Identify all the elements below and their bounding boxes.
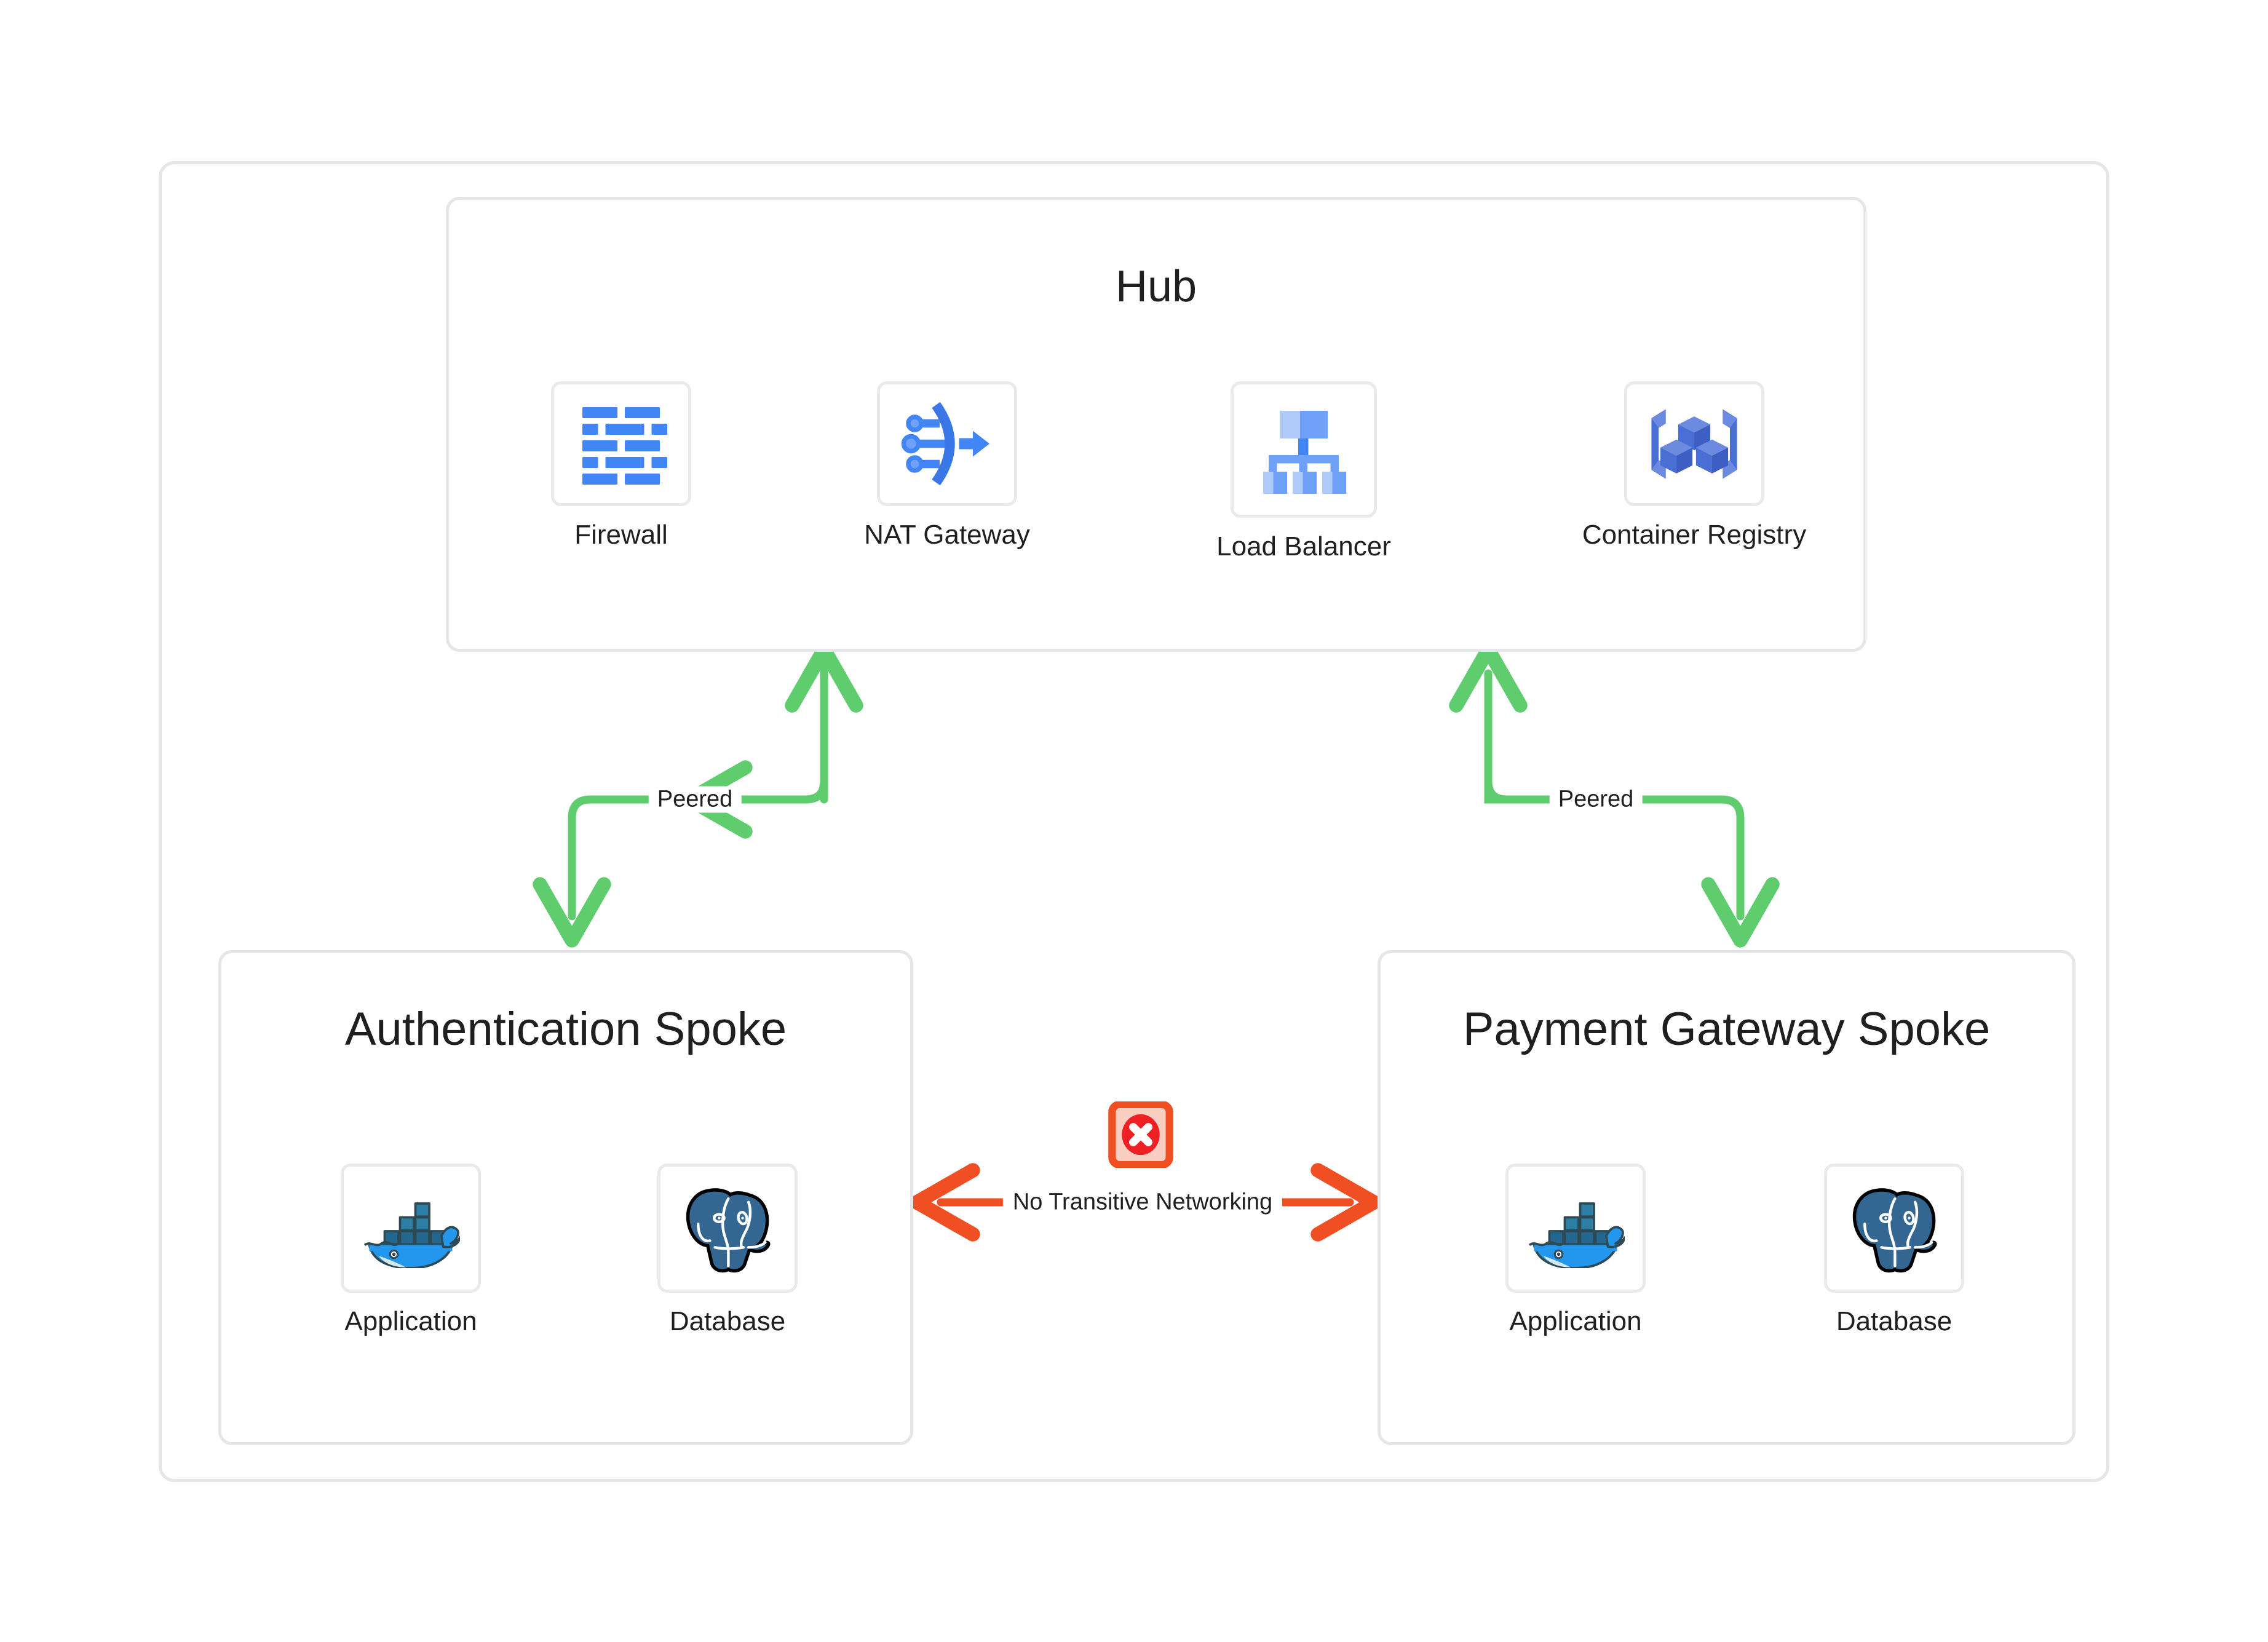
spoke-authentication-node-database[interactable]: Database	[654, 1164, 801, 1337]
hub-node-label-firewall: Firewall	[574, 520, 668, 550]
spoke-payment-gateway-node-application[interactable]: Application	[1502, 1164, 1649, 1337]
nat-gateway-icon-glyph	[901, 402, 989, 486]
load-balancer-icon-glyph	[1263, 411, 1346, 494]
spoke-payment-gateway-node-database[interactable]: Database	[1820, 1164, 1968, 1337]
firewall-icon	[551, 381, 691, 506]
postgresql-icon	[657, 1164, 798, 1293]
spoke-authentication-title: Authentication Spoke	[344, 1003, 787, 1055]
container-registry-icon-glyph	[1651, 408, 1737, 479]
hub-node-load-balancer[interactable]: Load Balancer	[1216, 381, 1391, 562]
hub-node-firewall[interactable]: Firewall	[541, 381, 701, 550]
error-x-icon	[1108, 1100, 1174, 1169]
postgresql-icon-glyph	[1852, 1188, 1937, 1273]
spoke-authentication-node-label-application: Application	[344, 1306, 477, 1336]
docker-icon-glyph	[1528, 1202, 1625, 1268]
connector-label-peered-left: Peered	[648, 786, 742, 813]
hub-title: Hub	[1115, 262, 1197, 311]
hub-node-label-container-registry: Container Registry	[1582, 520, 1807, 550]
spoke-authentication-node-label-database: Database	[669, 1306, 786, 1336]
docker-icon	[1505, 1164, 1646, 1293]
connector-label-peered-right: Peered	[1549, 786, 1643, 813]
error-x-icon-glyph	[1108, 1100, 1173, 1169]
spoke-payment-gateway-group: Payment Gateway Spoke	[1378, 950, 2076, 1445]
spoke-payment-gateway-node-label-database: Database	[1836, 1306, 1953, 1336]
firewall-icon-glyph	[582, 407, 667, 485]
blocked-connection-label: No Transitive Networking	[1002, 1189, 1283, 1216]
nat-gateway-icon	[877, 381, 1017, 506]
load-balancer-icon	[1231, 381, 1377, 518]
container-registry-icon	[1624, 381, 1764, 506]
hub-node-container-registry[interactable]: Container Registry	[1582, 381, 1806, 550]
spoke-authentication-group: Authentication Spoke	[218, 950, 913, 1445]
hub-node-label-nat-gateway: NAT Gateway	[864, 520, 1030, 550]
spoke-payment-gateway-title: Payment Gateway Spoke	[1462, 1003, 1991, 1055]
spoke-payment-gateway-node-label-application: Application	[1509, 1306, 1642, 1336]
spoke-authentication-node-application[interactable]: Application	[337, 1164, 485, 1337]
hub-node-nat-gateway[interactable]: NAT Gateway	[864, 381, 1030, 550]
docker-icon-glyph	[363, 1202, 460, 1268]
hub-node-label-load-balancer: Load Balancer	[1216, 531, 1391, 561]
postgresql-icon-glyph	[686, 1188, 771, 1273]
docker-icon	[341, 1164, 481, 1293]
postgresql-icon	[1824, 1164, 1964, 1293]
